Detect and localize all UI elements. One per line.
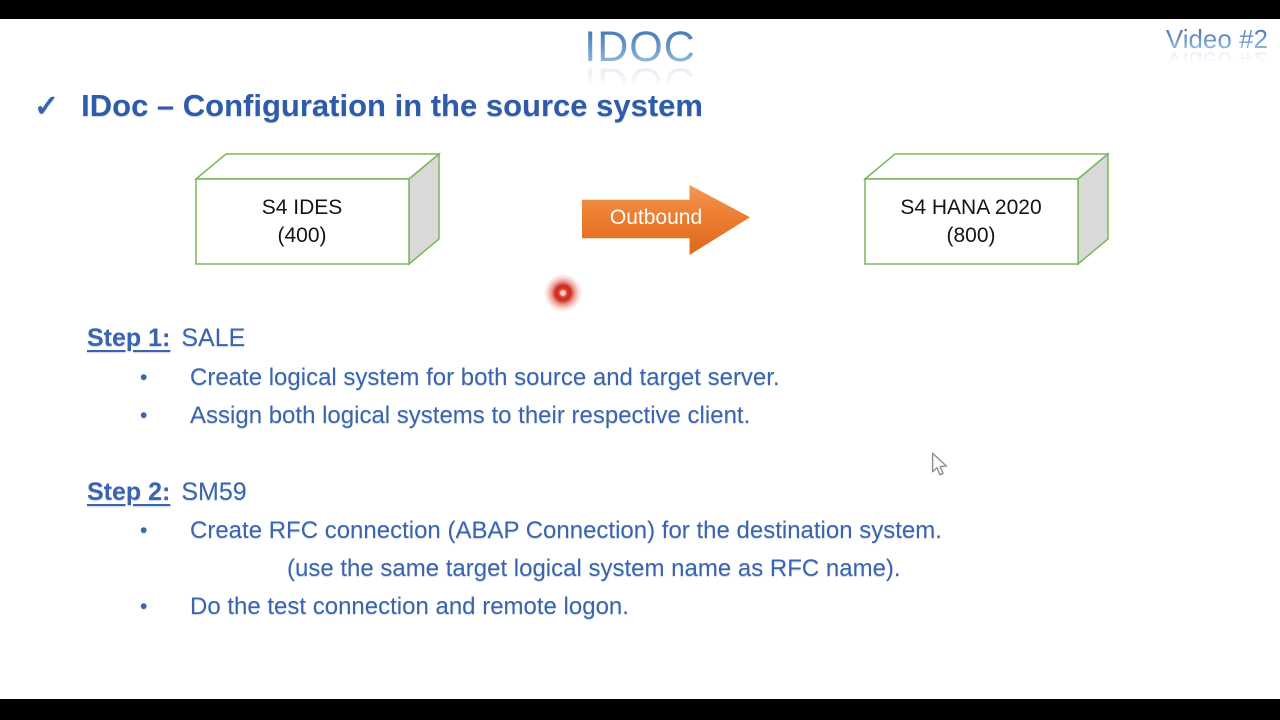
video-number-reflection: Video #2 — [1165, 46, 1268, 77]
bullet-icon: • — [140, 519, 148, 542]
step2-bullet-2-text: Do the test connection and remote logon. — [190, 593, 629, 620]
cube-graphic — [862, 152, 1111, 266]
cube-front-face — [864, 178, 1079, 265]
letterbox-bottom-bar — [0, 699, 1280, 720]
target-system-client: (800) — [946, 223, 996, 247]
slide-title-block: IDOC IDOC — [0, 23, 1280, 107]
video-number-label: Video #2 — [1165, 24, 1268, 54]
bullet-icon: • — [140, 366, 148, 389]
mouse-cursor-icon — [931, 452, 948, 476]
cube-top-face — [862, 153, 1111, 180]
outbound-arrow-shape: Outbound — [582, 185, 750, 255]
source-system-name: S4 IDES — [261, 195, 343, 219]
step2-bullet-2: • Do the test connection and remote logo… — [140, 591, 629, 623]
step1-tcode: SALE — [181, 324, 246, 352]
step1-bullet-2: • Assign both logical systems to their r… — [140, 400, 750, 432]
source-system-box: S4 IDES (400) — [193, 152, 442, 266]
outbound-arrow-label: Outbound — [609, 206, 703, 229]
section-heading: ✓ IDoc – Configuration in the source sys… — [34, 88, 703, 124]
target-system-box: S4 HANA 2020 (800) — [862, 152, 1111, 266]
step2-heading: Step 2: SM59 — [87, 476, 247, 508]
source-system-client: (400) — [277, 223, 327, 247]
source-system-label: S4 IDES (400) — [196, 179, 408, 264]
step2-bullet-1-text: Create RFC connection (ABAP Connection) … — [190, 517, 942, 544]
step2-bullet-1-note: (use the same target logical system name… — [287, 555, 901, 582]
cube-top-face — [193, 153, 442, 180]
step2-tcode: SM59 — [181, 478, 247, 506]
bullet-icon: • — [140, 595, 148, 618]
step1-bullet-1: • Create logical system for both source … — [140, 362, 780, 394]
cube-graphic — [193, 152, 442, 266]
cube-front-face — [195, 178, 410, 265]
target-system-label: S4 HANA 2020 (800) — [865, 179, 1077, 264]
video-number-block: Video #2 Video #2 — [1165, 24, 1268, 77]
target-system-name: S4 HANA 2020 — [900, 195, 1042, 219]
checkmark-icon: ✓ — [34, 90, 60, 123]
step2-bullet-1: • Create RFC connection (ABAP Connection… — [140, 515, 942, 547]
bullet-icon: • — [140, 404, 148, 427]
step1-heading: Step 1: SALE — [87, 322, 245, 354]
step1-bullet-2-text: Assign both logical systems to their res… — [190, 402, 751, 429]
laser-pointer-dot — [544, 274, 582, 312]
step2-label: Step 2: — [87, 478, 171, 506]
slide-title: IDOC — [584, 23, 696, 71]
step1-label: Step 1: — [87, 324, 171, 352]
step1-bullet-1-text: Create logical system for both source an… — [190, 364, 780, 391]
section-heading-text: IDoc – Configuration in the source syste… — [81, 88, 703, 123]
letterbox-top-bar — [0, 0, 1280, 19]
